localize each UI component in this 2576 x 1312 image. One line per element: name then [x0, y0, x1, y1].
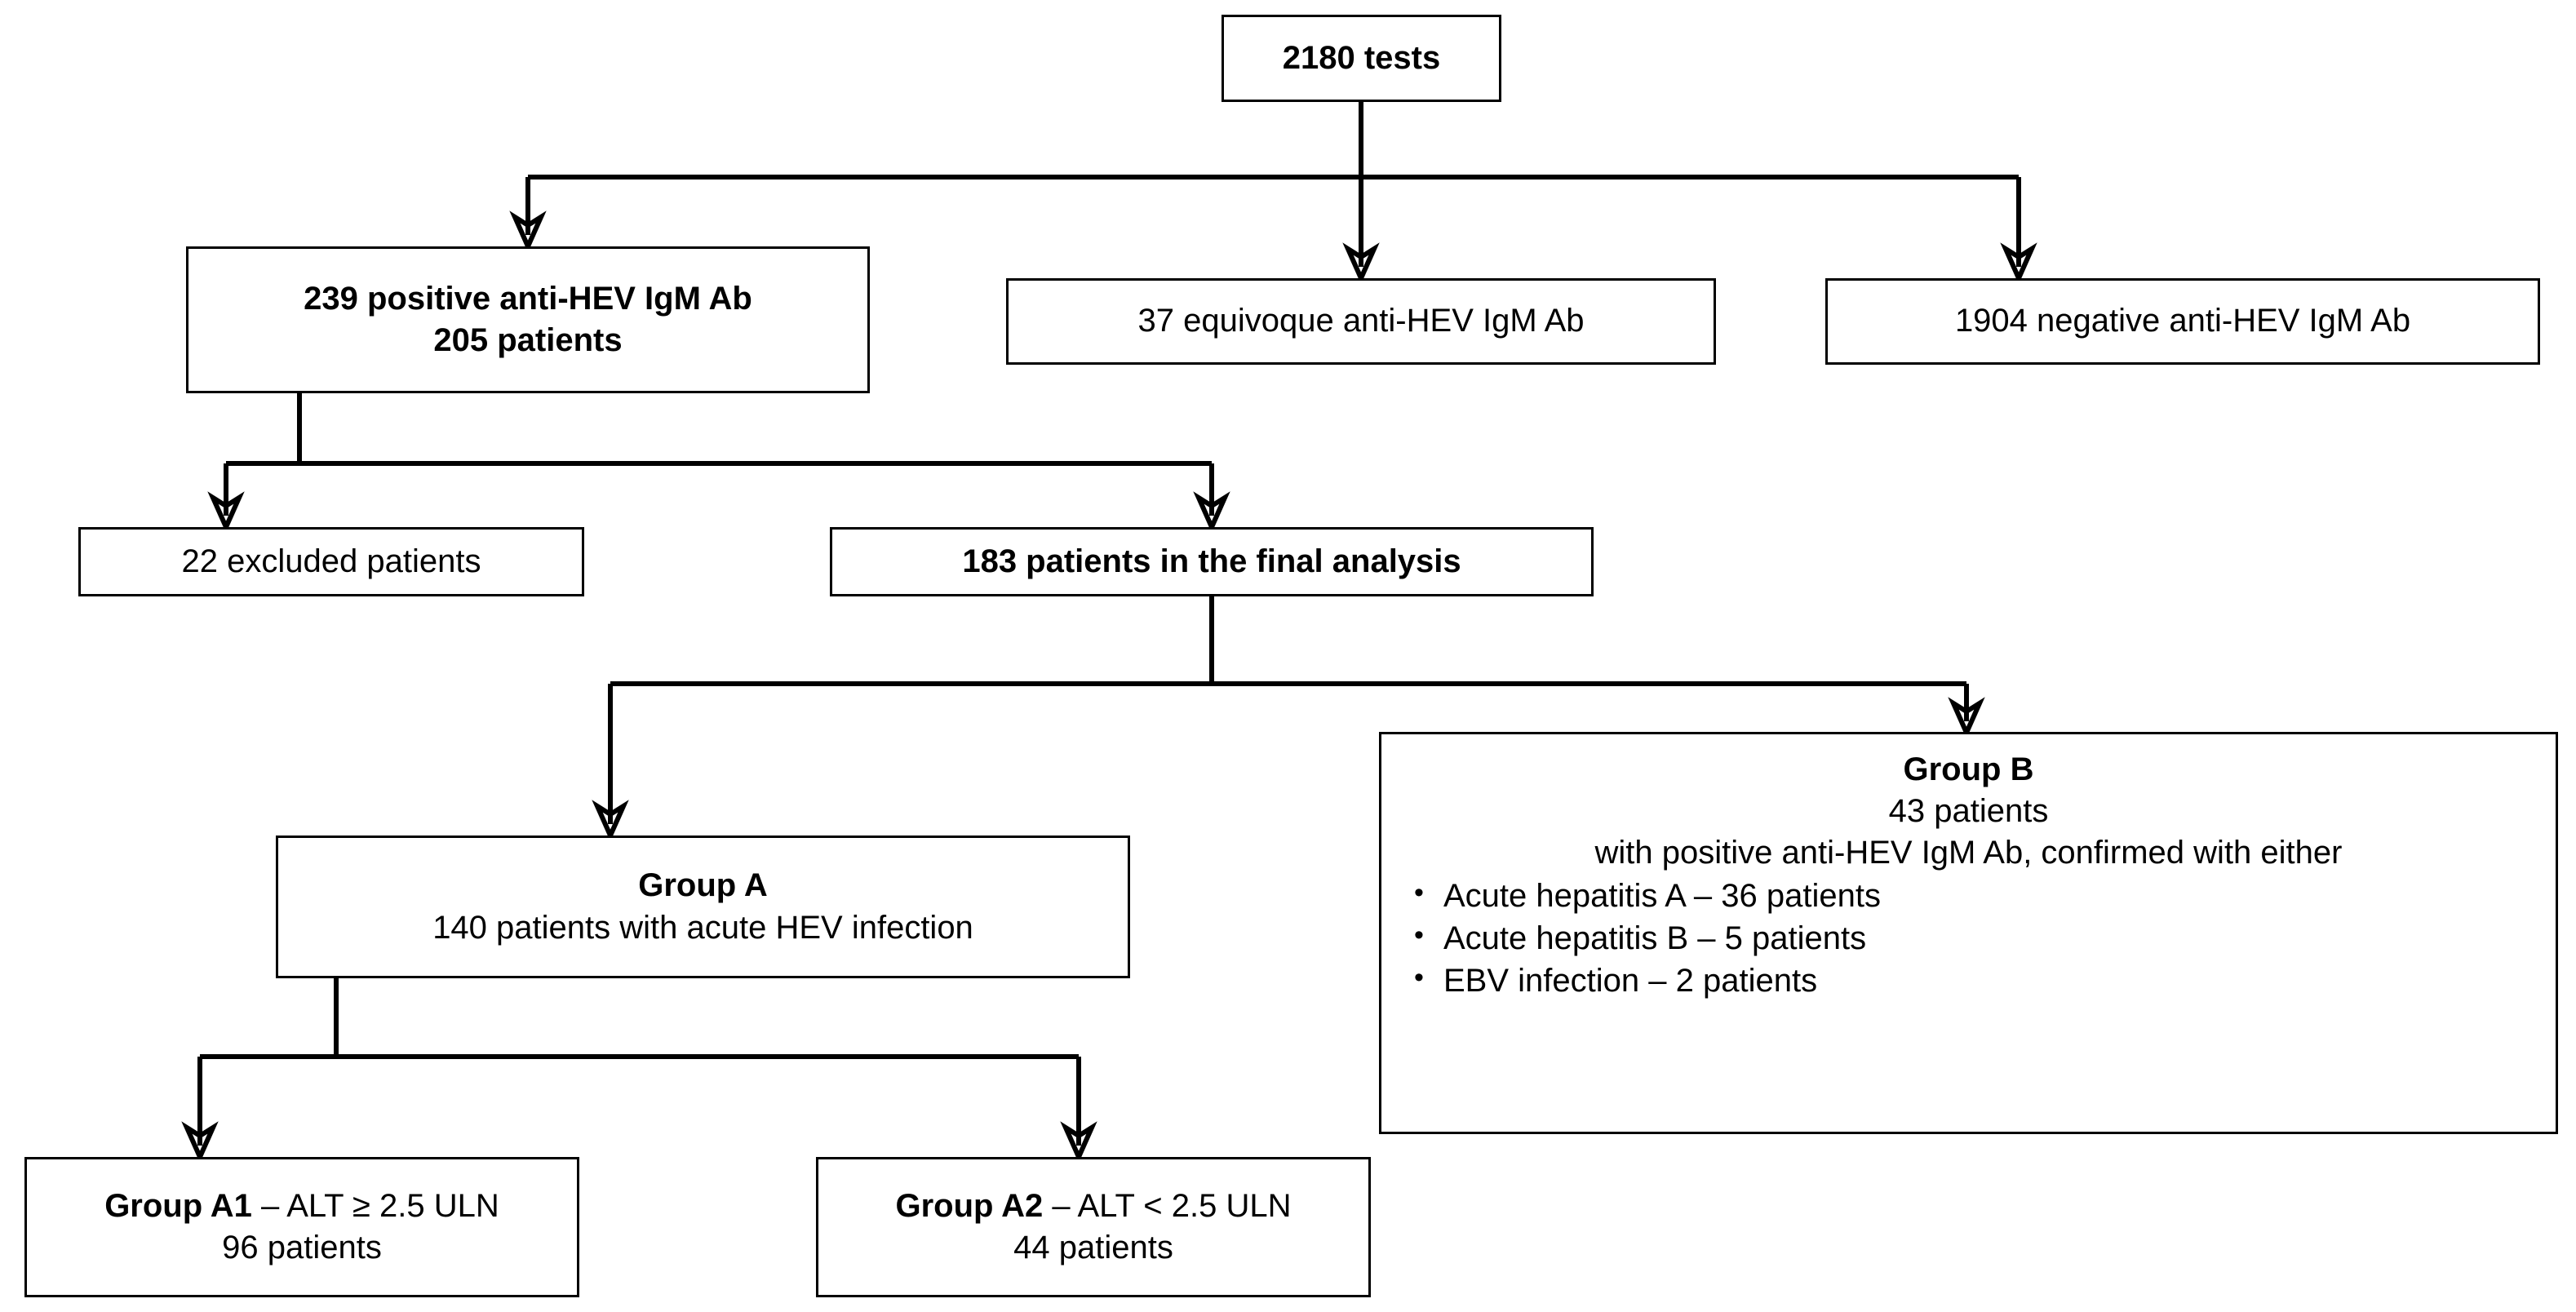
positive-igm-count-label: 239 positive anti-HEV IgM Ab [304, 280, 752, 317]
node-group-b[interactable]: Group B 43 patients with positive anti-H… [1379, 732, 2558, 1134]
node-group-a1[interactable]: Group A1 – ALT ≥ 2.5 ULN 96 patients [24, 1157, 579, 1297]
node-group-a2[interactable]: Group A2 – ALT < 2.5 ULN 44 patients [816, 1157, 1371, 1297]
negative-igm-label: 1904 negative anti-HEV IgM Ab [1954, 303, 2411, 339]
list-item: EBV infection – 2 patients [1414, 960, 2536, 1002]
node-group-a[interactable]: Group A 140 patients with acute HEV infe… [276, 836, 1130, 978]
group-a1-patient-count: 96 patients [222, 1230, 382, 1265]
group-a2-name: Group A2 [895, 1187, 1044, 1224]
group-a1-name: Group A1 [104, 1187, 252, 1224]
node-equivocal-igm[interactable]: 37 equivoque anti-HEV IgM Ab [1006, 278, 1716, 365]
group-a-description: 140 patients with acute HEV infection [432, 909, 973, 946]
group-b-bullet-list: Acute hepatitis A – 36 patients Acute he… [1401, 875, 2536, 1002]
group-b-patient-count: 43 patients [1888, 793, 2049, 830]
group-b-description: with positive anti-HEV IgM Ab, confirmed… [1594, 835, 2343, 871]
node-final-analysis[interactable]: 183 patients in the final analysis [830, 527, 1594, 596]
node-positive-igm[interactable]: 239 positive anti-HEV IgM Ab 205 patient… [186, 246, 870, 393]
arrowhead-positive [509, 211, 547, 253]
arrowhead-negative [2000, 242, 2037, 285]
list-item: Acute hepatitis A – 36 patients [1414, 875, 2536, 917]
equivocal-igm-label: 37 equivoque anti-HEV IgM Ab [1137, 303, 1585, 339]
node-negative-igm[interactable]: 1904 negative anti-HEV IgM Ab [1825, 278, 2540, 365]
arrowhead-group-b [1948, 697, 1985, 739]
excluded-patients-label: 22 excluded patients [181, 543, 481, 579]
list-item: Acute hepatitis B – 5 patients [1414, 917, 2536, 960]
arrowhead-excluded [207, 491, 245, 534]
group-a2-patient-count: 44 patients [1013, 1230, 1173, 1265]
group-a-title: Group A [638, 867, 768, 904]
group-a2-criterion: – ALT < 2.5 ULN [1043, 1187, 1292, 1224]
arrowhead-group-a1 [181, 1121, 219, 1164]
group-a2-title: Group A2 – ALT < 2.5 ULN [895, 1186, 1291, 1227]
node-excluded-patients[interactable]: 22 excluded patients [78, 527, 584, 596]
group-b-title: Group B [1903, 751, 2034, 787]
total-tests-label: 2180 tests [1282, 39, 1441, 76]
arrowhead-group-a [592, 800, 629, 842]
arrowhead-equivocal [1342, 242, 1380, 285]
arrowhead-final [1193, 491, 1230, 534]
group-a1-title: Group A1 – ALT ≥ 2.5 ULN [104, 1186, 499, 1227]
final-analysis-label: 183 patients in the final analysis [962, 543, 1461, 579]
node-total-tests[interactable]: 2180 tests [1221, 15, 1501, 102]
group-a1-criterion: – ALT ≥ 2.5 ULN [251, 1187, 499, 1224]
positive-igm-patients-label: 205 patients [433, 322, 623, 358]
arrowhead-group-a2 [1060, 1121, 1097, 1164]
